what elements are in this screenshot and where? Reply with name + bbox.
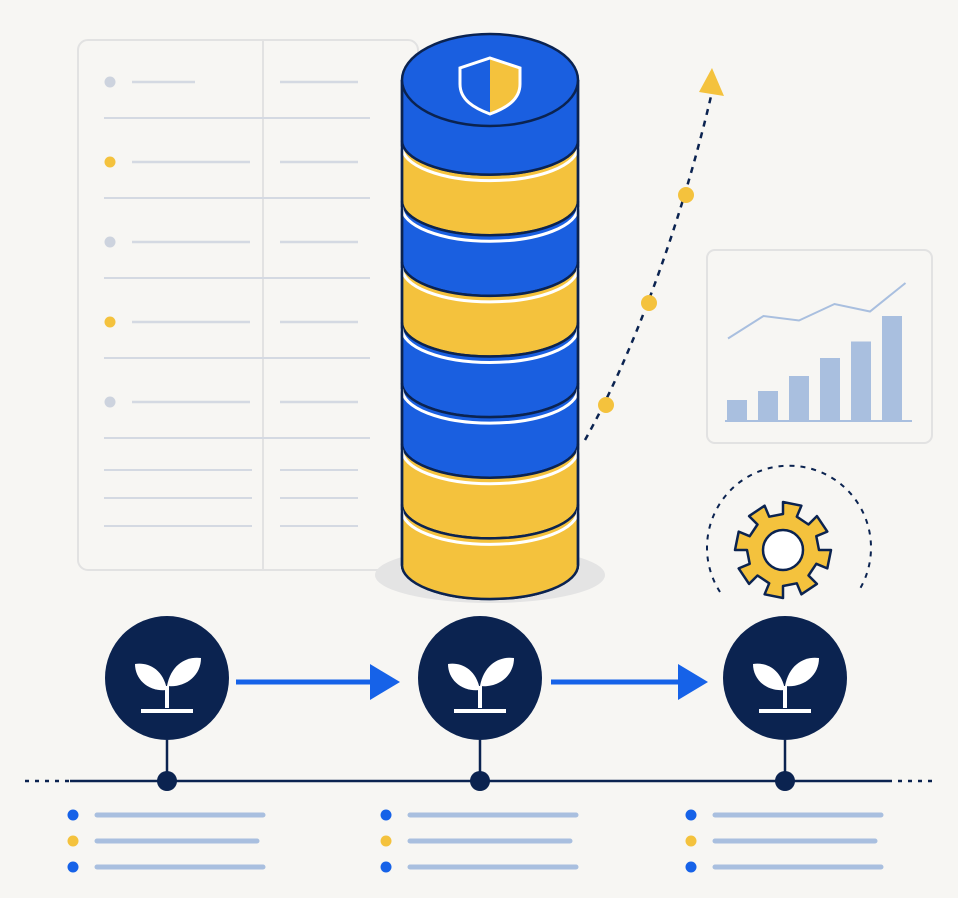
settings-group [706, 464, 872, 600]
stage-arrow [236, 664, 400, 700]
growth-point [641, 295, 657, 311]
sprout-leaf [480, 657, 514, 687]
coin-layer-rim [400, 328, 580, 364]
timeline-stages [67, 616, 884, 873]
stage-arrow-head [678, 664, 708, 700]
timeline-stage [380, 616, 579, 873]
sprout-icon [753, 657, 819, 713]
gear-orbit [706, 464, 872, 593]
stage-bullet [685, 861, 697, 873]
timeline-stage [685, 616, 884, 873]
stage-bullet [380, 809, 392, 821]
stage-arrow-head [370, 664, 400, 700]
coin-stack [400, 32, 580, 601]
list-bullet [104, 236, 116, 248]
stage-bullet [685, 809, 697, 821]
sprout-leaf [135, 663, 167, 691]
coin-layer-rim [400, 389, 580, 425]
coin-layer-rim [400, 449, 580, 486]
stage-bullet [380, 861, 392, 873]
stage-bullet [380, 835, 392, 847]
sprout-leaf [167, 657, 201, 687]
trend-chart-card [706, 249, 933, 444]
growth-arrowhead [699, 68, 724, 96]
list-panel-rows [104, 76, 370, 527]
coin-layer-rim [400, 267, 580, 304]
stage-bullet [67, 809, 79, 821]
sprout-leaf [785, 657, 819, 687]
stage-node [775, 771, 795, 791]
growth-point [598, 397, 614, 413]
growth-path [583, 68, 724, 441]
growth-dashed-line [583, 91, 714, 441]
list-bullet [104, 316, 116, 328]
stage-badge [105, 616, 229, 740]
shield-outline [458, 56, 522, 116]
coin-layer-rim [400, 207, 580, 243]
trend-line [727, 282, 907, 340]
stage-badge [418, 616, 542, 740]
trend-bar [882, 316, 902, 421]
list-bullet [104, 396, 116, 408]
trend-bar [727, 400, 747, 421]
list-panel [77, 39, 419, 571]
coin-layer-rim [400, 146, 580, 183]
stage-node [157, 771, 177, 791]
gear-hole [761, 528, 805, 572]
sprout-icon [448, 657, 514, 713]
gear-icon [733, 500, 833, 600]
timeline-stage [67, 616, 266, 873]
sprout-icon [135, 657, 201, 713]
stage-bullet [685, 835, 697, 847]
stage-bullet [67, 861, 79, 873]
trend-bar [820, 358, 840, 421]
sprout-leaf [448, 663, 480, 691]
trend-bar [851, 341, 871, 421]
growth-point [678, 187, 694, 203]
stage-arrow [551, 664, 708, 700]
stage-badge [723, 616, 847, 740]
list-bullet [104, 76, 116, 88]
stage-node [470, 771, 490, 791]
trend-bar [789, 376, 809, 421]
list-bullet [104, 156, 116, 168]
list-panel-frame [77, 39, 419, 571]
stage-bullet [67, 835, 79, 847]
trend-bars [727, 316, 902, 421]
shield-icon [458, 56, 522, 116]
timeline [25, 616, 935, 873]
coin-layer-rim [400, 510, 580, 546]
trend-bar [758, 391, 778, 421]
sprout-leaf [753, 663, 785, 691]
